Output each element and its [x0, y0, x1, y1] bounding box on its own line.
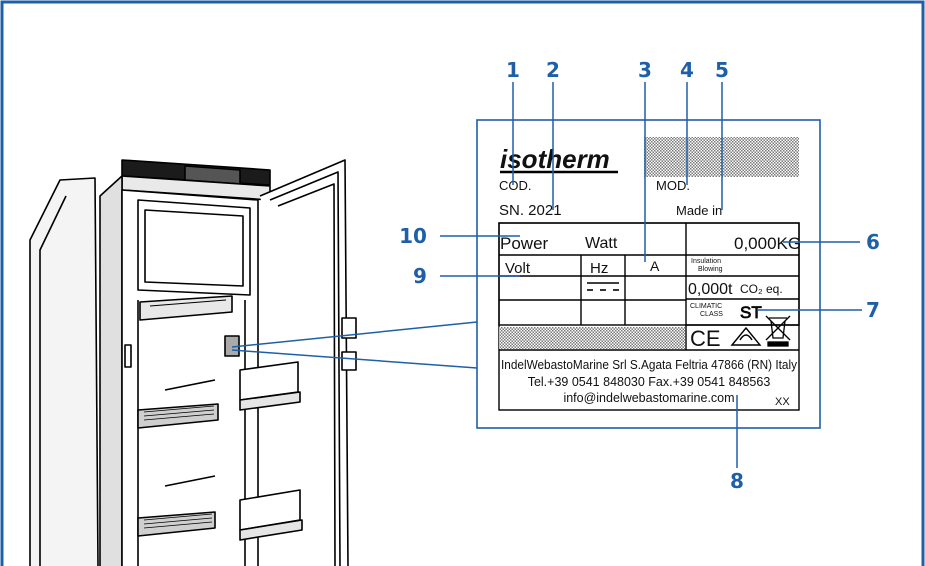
leader-lines — [440, 82, 862, 468]
callout-2: 2 — [546, 58, 560, 82]
shelf-3 — [137, 511, 216, 537]
mod-label: MOD. — [656, 178, 690, 193]
watt-label: Watt — [585, 235, 618, 252]
co2-value: 0,000t — [688, 281, 733, 298]
brand-logo: isotherm — [500, 144, 610, 174]
shelf-1 — [139, 295, 233, 321]
blowing-label: Blowing — [698, 266, 723, 273]
callout-10: 10 — [399, 224, 427, 248]
class-label: CLASS — [700, 311, 723, 318]
rating-table — [498, 222, 800, 411]
climatic-class-value: ST — [740, 303, 762, 322]
serial-number: SN. 2021 — [499, 202, 562, 219]
co2-unit: CO₂ eq. — [740, 282, 783, 296]
shelf-2 — [137, 403, 219, 429]
plate-code: XX — [775, 396, 790, 408]
callout-3: 3 — [638, 58, 652, 82]
callout-5: 5 — [715, 58, 729, 82]
serial-barcode-area — [499, 327, 685, 349]
dc-current-icon — [587, 282, 619, 291]
weee-bin-icon — [765, 315, 791, 347]
manufacturer-address: IndelWebastoMarine Srl S.Agata Feltria 4… — [501, 358, 798, 372]
callout-9: 9 — [413, 264, 427, 288]
made-in-label: Made in — [676, 203, 722, 218]
door-bin-2 — [239, 489, 303, 541]
climatic-label: CLIMATIC — [690, 303, 722, 310]
weight-value: 0,000KG — [734, 234, 801, 253]
rcm-mark-icon — [730, 326, 762, 346]
refrigerator-illustration — [29, 159, 357, 566]
insulation-label: Insulation — [691, 258, 721, 265]
callout-4: 4 — [680, 58, 694, 82]
volt-label: Volt — [505, 260, 531, 277]
manufacturer-email: info@indelwebastomarine.com — [563, 391, 734, 405]
ce-mark-icon: CE — [690, 326, 721, 351]
callouts: 1 2 3 4 5 6 7 8 9 10 — [399, 58, 880, 493]
callout-1: 1 — [506, 58, 520, 82]
projection-lines — [231, 321, 478, 369]
amp-label: A — [650, 258, 660, 274]
hz-label: Hz — [590, 260, 608, 277]
rating-plate: isotherm COD. MOD. SN. 2021 Made in — [476, 119, 821, 429]
power-label: Power — [500, 234, 549, 253]
callout-8: 8 — [730, 469, 744, 493]
manufacturer-phone-fax: Tel.+39 0541 848030 Fax.+39 0541 848563 — [528, 375, 771, 389]
callout-7: 7 — [866, 298, 880, 322]
cod-label: COD. — [499, 178, 532, 193]
door-bin-1 — [239, 361, 301, 411]
callout-6: 6 — [866, 230, 880, 254]
